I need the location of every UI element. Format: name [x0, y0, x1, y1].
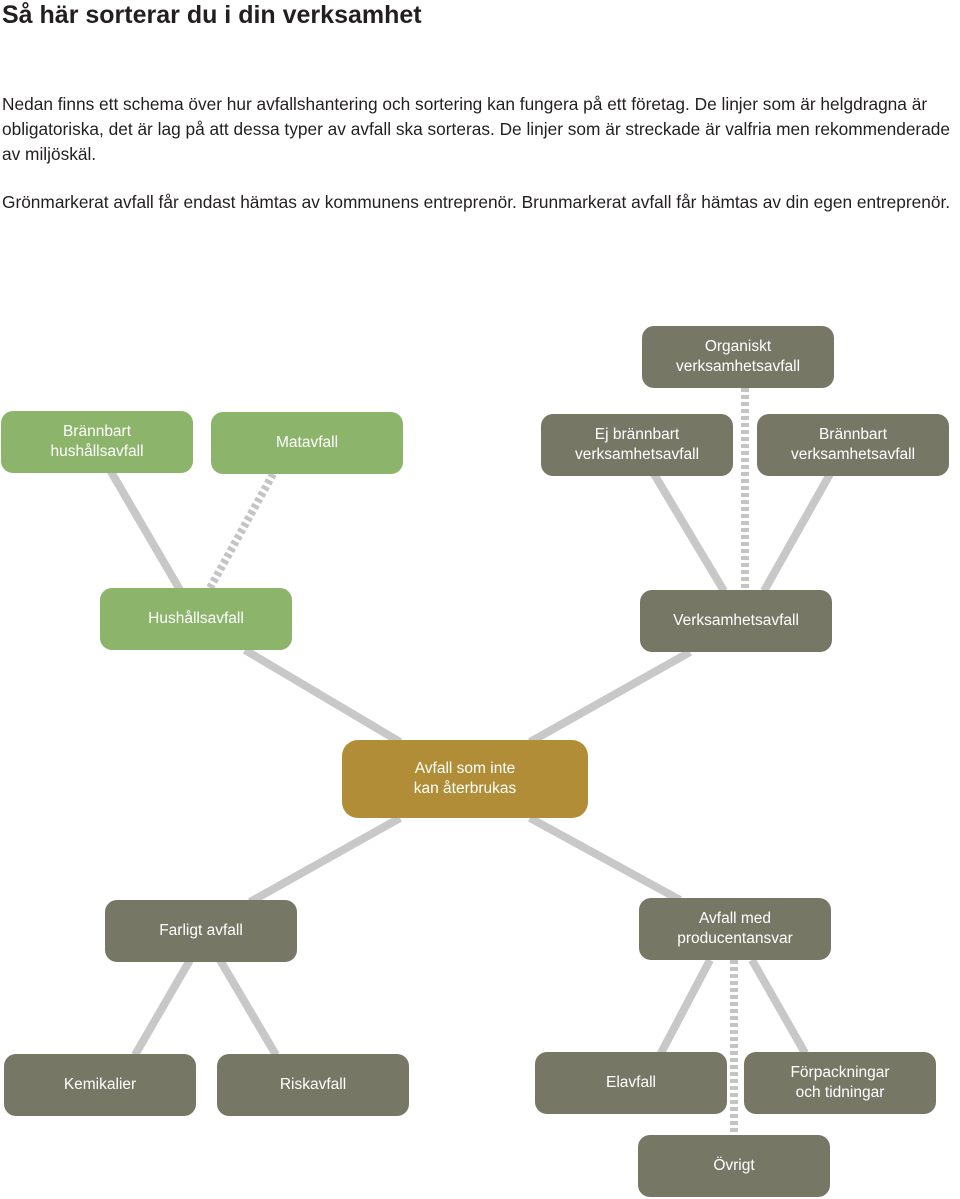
node-label: Förpackningar och tidningar	[790, 1064, 890, 1101]
node-label: Brännbart hushållsavfall	[50, 423, 144, 460]
node-kemikalier: Kemikalier	[4, 1054, 196, 1116]
edge-farligt-avfall-to-riskavfall	[216, 957, 280, 1058]
edge-producentansvar-to-forpackningar	[748, 958, 809, 1055]
node-avfall-som-inte-kan-aterbrukas: Avfall som inte kan återbrukas	[342, 740, 588, 818]
page-title: Så här sorterar du i din verksamhet	[2, 1, 422, 29]
node-label: Avfall med producentansvar	[677, 910, 793, 947]
node-label: Hushållsavfall	[148, 610, 244, 627]
node-label: Verksamhetsavfall	[673, 612, 799, 629]
node-ej-brannbart-verksamhetsavfall: Ej brännbart verksamhetsavfall	[541, 414, 733, 476]
edge-avfall-som-inte-to-farligt-avfall	[248, 814, 402, 906]
node-label: Brännbart verksamhetsavfall	[790, 426, 916, 463]
node-label: Avfall som inte kan återbrukas	[413, 760, 517, 797]
node-label: Riskavfall	[279, 1076, 347, 1093]
edge-hushallsavfall-to-avfall-som-inte	[242, 646, 403, 746]
edge-verksamhetsavfall-to-avfall-som-inte	[528, 648, 692, 746]
node-label: Farligt avfall	[159, 922, 243, 939]
edge-producentansvar-to-elavfall	[656, 958, 714, 1057]
node-elavfall: Elavfall	[535, 1052, 727, 1114]
node-verksamhetsavfall: Verksamhetsavfall	[640, 590, 832, 652]
node-farligt-avfall: Farligt avfall	[105, 900, 297, 962]
node-label: Övrigt	[713, 1157, 755, 1174]
edge-ej-brannbart-to-verksamhetsavfall	[650, 471, 728, 594]
edge-avfall-som-inte-to-producentansvar	[528, 814, 682, 904]
node-forpackningar-och-tidningar: Förpackningar och tidningar	[744, 1052, 936, 1114]
node-organiskt-verksamhetsavfall: Organiskt verksamhetsavfall	[642, 326, 834, 388]
node-label: Matavfall	[275, 434, 339, 451]
node-avfall-med-producentansvar: Avfall med producentansvar	[639, 898, 831, 960]
node-label: Elavfall	[606, 1074, 656, 1091]
color-legend-paragraph: Grönmarkerat avfall får endast hämtas av…	[2, 192, 951, 212]
node-label: Ej brännbart verksamhetsavfall	[574, 426, 700, 463]
edge-matavfall-to-hushallsavfall	[206, 472, 277, 590]
node-hushallsavfall: Hushållsavfall	[100, 588, 292, 650]
node-label: Organiskt verksamhetsavfall	[675, 338, 801, 375]
edge-farligt-avfall-to-kemikalier	[131, 957, 194, 1058]
node-riskavfall: Riskavfall	[217, 1054, 409, 1116]
node-label: Kemikalier	[63, 1076, 137, 1093]
node-ovrigt: Övrigt	[638, 1135, 830, 1197]
intro-paragraph: Nedan finns ett schema över hur avfallsh…	[2, 94, 951, 164]
node-matavfall: Matavfall	[211, 412, 403, 474]
edge-brannbart-verksamhet-to-verksamhetsavfall	[760, 472, 834, 593]
edge-brannbart-hushall-to-hushallsavfall	[106, 467, 184, 593]
node-brannbart-hushallsavfall: Brännbart hushållsavfall	[1, 411, 193, 473]
node-brannbart-verksamhetsavfall: Brännbart verksamhetsavfall	[757, 414, 949, 476]
